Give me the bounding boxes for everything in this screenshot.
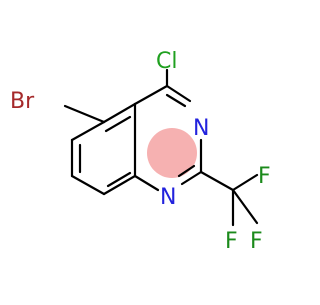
molecule-canvas: Br Cl N N F F F: [10, 49, 271, 254]
bond-c5-c6: [102, 102, 137, 124]
structure-drawing: Br Cl N N F F F: [10, 49, 271, 254]
fluorine-right-label: F: [250, 229, 263, 254]
chlorine-label: Cl: [156, 49, 177, 74]
bond-double-inner-1: [104, 115, 132, 133]
fluorine-top-label: F: [258, 164, 271, 189]
bond-double-inner-3: [106, 171, 132, 188]
nitrogen-top-label: N: [193, 116, 209, 141]
bond-cf3-f-right: [231, 188, 259, 225]
bond-c4a-c4: [133, 84, 169, 106]
bond-c4-n3: [165, 84, 192, 103]
bond-lines: [63, 68, 259, 227]
bond-c6-c7: [70, 120, 106, 142]
bond-c2-cf3: [199, 170, 235, 192]
bond-c8-c8a: [70, 174, 106, 196]
bond-c2-n1-double: [177, 164, 196, 178]
bromine-label: Br: [10, 89, 35, 114]
bond-c2-n1: [180, 170, 203, 186]
bond-c4-n3-double: [165, 93, 187, 108]
nitrogen-bottom-label: N: [160, 185, 176, 210]
bond-c6-br: [63, 104, 106, 124]
aromatic-highlight: [147, 128, 197, 178]
bond-n1-c8a: [133, 174, 160, 192]
fluorine-left-label: F: [225, 229, 238, 254]
bond-cf3-f-top: [231, 173, 259, 192]
bond-c8a-c4a: [102, 174, 137, 196]
